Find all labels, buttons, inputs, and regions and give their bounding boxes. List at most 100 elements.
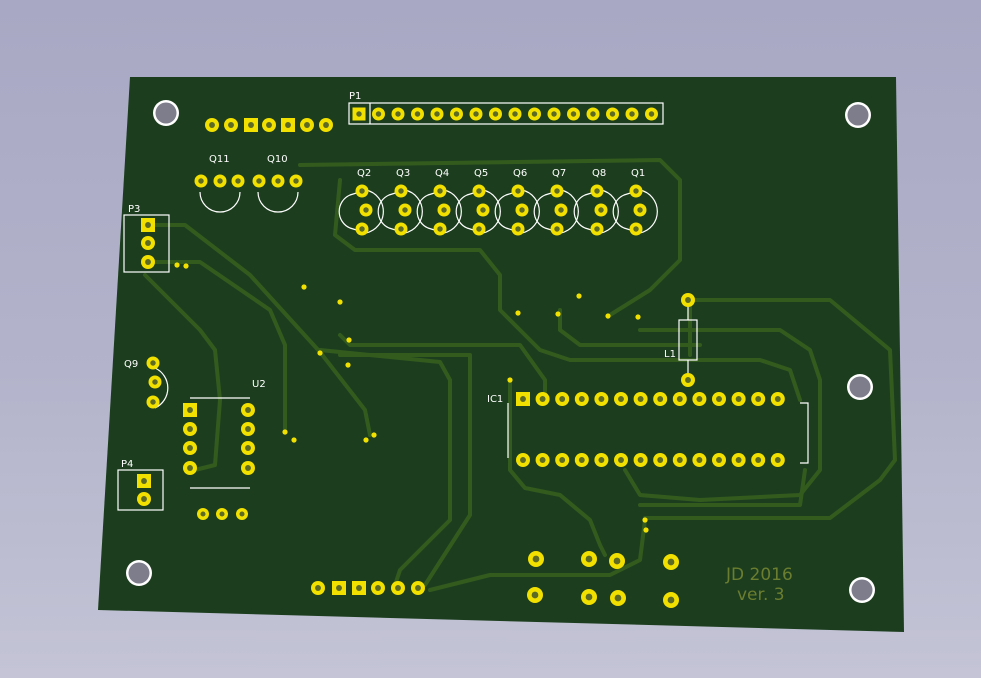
drill-hole: [614, 594, 622, 602]
drill-hole: [145, 222, 151, 228]
drill-hole: [492, 111, 499, 117]
drill-hole: [441, 207, 447, 213]
drill-hole: [363, 207, 369, 213]
drill-hole: [735, 396, 742, 402]
drill-hole: [395, 585, 401, 591]
label-ic1: IC1: [487, 394, 503, 405]
drill-hole: [716, 457, 722, 463]
drill-hole: [570, 111, 577, 117]
drill-hole: [293, 178, 299, 184]
drill-hole: [235, 178, 241, 184]
drill-hole: [512, 111, 518, 117]
drill-hole: [476, 226, 482, 232]
drill-hole: [209, 122, 215, 128]
drill-hole: [437, 188, 443, 194]
via: [301, 284, 307, 290]
label-q11: Q11: [209, 154, 230, 165]
via: [371, 432, 377, 438]
pads-layer: [126, 100, 875, 608]
drill-hole: [594, 226, 600, 232]
transistor-outline: [377, 189, 423, 234]
drill-hole: [667, 596, 675, 604]
via: [346, 337, 352, 343]
label-q5: Q5: [474, 168, 488, 179]
label-q4: Q4: [435, 168, 449, 179]
drill-hole: [141, 496, 147, 502]
drill-hole: [473, 111, 479, 117]
pcb-board: [98, 77, 904, 632]
drill-hole: [187, 426, 193, 432]
drill-hole: [531, 111, 538, 117]
drill-hole: [434, 111, 440, 117]
drill-hole: [657, 457, 664, 463]
label-q6: Q6: [513, 168, 527, 179]
drill-hole: [585, 555, 593, 563]
drill-hole: [228, 122, 234, 128]
drill-hole: [275, 178, 281, 184]
drill-hole: [637, 457, 644, 463]
mounting-hole-inner: [155, 102, 177, 124]
via: [643, 527, 649, 533]
drill-hole: [336, 585, 342, 591]
drill-hole: [323, 122, 329, 128]
drill-hole: [685, 297, 691, 303]
drill-hole: [578, 457, 585, 463]
via: [642, 517, 648, 523]
drill-hole: [217, 178, 223, 184]
drill-hole: [285, 122, 291, 128]
mounting-hole-inner: [128, 562, 150, 584]
drill-hole: [554, 188, 560, 194]
transistor-outline: [573, 189, 619, 234]
transistor-outline: [612, 189, 658, 234]
silkscreen-labels: P1 P3 P4 Q11 Q10 Q2 Q3 Q4 Q5 Q6 Q7 Q8 Q1…: [121, 91, 793, 605]
via: [555, 311, 561, 317]
mounting-hole-inner: [849, 376, 871, 398]
drill-hole: [667, 558, 675, 566]
drill-hole: [598, 396, 605, 402]
board-text-year: JD 2016: [725, 565, 793, 585]
drill-hole: [696, 396, 703, 402]
drill-hole: [648, 111, 655, 117]
drill-hole: [145, 259, 151, 265]
transistor-outline: [494, 189, 540, 234]
label-q3: Q3: [396, 168, 410, 179]
drill-hole: [558, 207, 564, 213]
via: [605, 313, 611, 319]
drill-hole: [415, 585, 421, 591]
via: [345, 362, 351, 368]
drill-hole: [453, 111, 460, 117]
via: [507, 377, 513, 383]
via: [291, 437, 297, 443]
drill-hole: [395, 111, 401, 117]
drill-hole: [239, 511, 245, 517]
transistor-outline: [338, 189, 384, 234]
label-q9: Q9: [124, 359, 138, 370]
drill-hole: [637, 396, 644, 402]
drill-hole: [774, 457, 781, 463]
drill-hole: [200, 511, 206, 517]
drill-hole: [676, 396, 683, 402]
drill-hole: [476, 188, 482, 194]
transistor-outline: [455, 189, 501, 234]
drill-hole: [716, 396, 722, 402]
drill-hole: [150, 360, 156, 366]
via: [317, 350, 323, 356]
drill-hole: [609, 111, 616, 117]
via: [363, 437, 369, 443]
drill-hole: [594, 188, 600, 194]
via: [515, 310, 521, 316]
drill-hole: [515, 188, 521, 194]
drill-hole: [414, 111, 421, 117]
drill-hole: [519, 207, 525, 213]
drill-hole: [755, 396, 762, 402]
transistor-outline: [533, 189, 579, 234]
drill-hole: [266, 122, 272, 128]
drill-hole: [515, 226, 521, 232]
drill-hole: [152, 379, 158, 385]
board-text-version: ver. 3: [737, 585, 785, 605]
drill-hole: [245, 465, 251, 471]
drill-hole: [356, 111, 362, 117]
drill-hole: [245, 445, 251, 451]
label-q7: Q7: [552, 168, 566, 179]
